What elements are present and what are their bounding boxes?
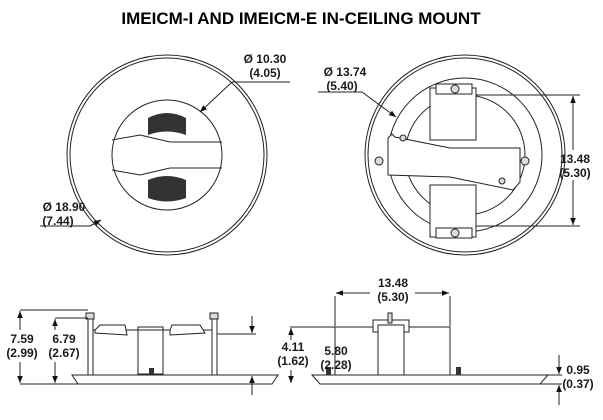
dim-side2-height: 5.80 (2.28)	[320, 344, 351, 372]
svg-text:(2.28): (2.28)	[320, 358, 351, 372]
svg-text:7.59: 7.59	[10, 332, 34, 346]
dim-side-overall-height: 7.59 (2.99)	[6, 332, 37, 360]
svg-text:(2.99): (2.99)	[6, 346, 37, 360]
svg-text:4.11: 4.11	[282, 340, 305, 354]
svg-text:(5.30): (5.30)	[377, 290, 408, 304]
svg-text:(4.05): (4.05)	[249, 66, 280, 80]
dim-trim-thickness: 0.95 (0.37)	[562, 363, 593, 391]
svg-text:(5.30): (5.30)	[559, 166, 590, 180]
side-view-left	[17, 309, 279, 395]
svg-text:Ø 18.90: Ø 18.90	[43, 200, 86, 214]
svg-text:Ø 13.74: Ø 13.74	[324, 65, 367, 79]
dim-rear-ring-diameter: Ø 13.74 (5.40)	[324, 65, 367, 93]
page-title: IMEICM-I AND IMEICM-E IN-CEILING MOUNT	[121, 9, 481, 28]
svg-text:(5.40): (5.40)	[326, 79, 357, 93]
dim-front-inner-diameter: Ø 10.30 (4.05)	[244, 52, 287, 80]
rear-view	[318, 54, 580, 256]
dim-side-bracket-width: 13.48 (5.30)	[377, 276, 408, 304]
svg-text:6.79: 6.79	[52, 332, 76, 346]
svg-text:13.48: 13.48	[378, 276, 408, 290]
svg-text:13.48: 13.48	[560, 152, 590, 166]
svg-text:(0.37): (0.37)	[562, 377, 593, 391]
dim-side-body-height: 4.11 (1.62)	[277, 340, 308, 368]
svg-text:(7.44): (7.44)	[42, 214, 73, 228]
front-view	[40, 54, 290, 256]
svg-text:0.95: 0.95	[566, 363, 590, 377]
side-view-right	[288, 290, 562, 405]
dim-rear-bracket-height: 13.48 (5.30)	[559, 152, 590, 180]
svg-text:(1.62): (1.62)	[277, 354, 308, 368]
dim-front-outer-diameter: Ø 18.90 (7.44)	[42, 200, 85, 228]
dim-side-stud-height: 6.79 (2.67)	[48, 332, 79, 360]
svg-text:5.80: 5.80	[324, 344, 348, 358]
svg-text:Ø 10.30: Ø 10.30	[244, 52, 287, 66]
svg-text:(2.67): (2.67)	[48, 346, 79, 360]
